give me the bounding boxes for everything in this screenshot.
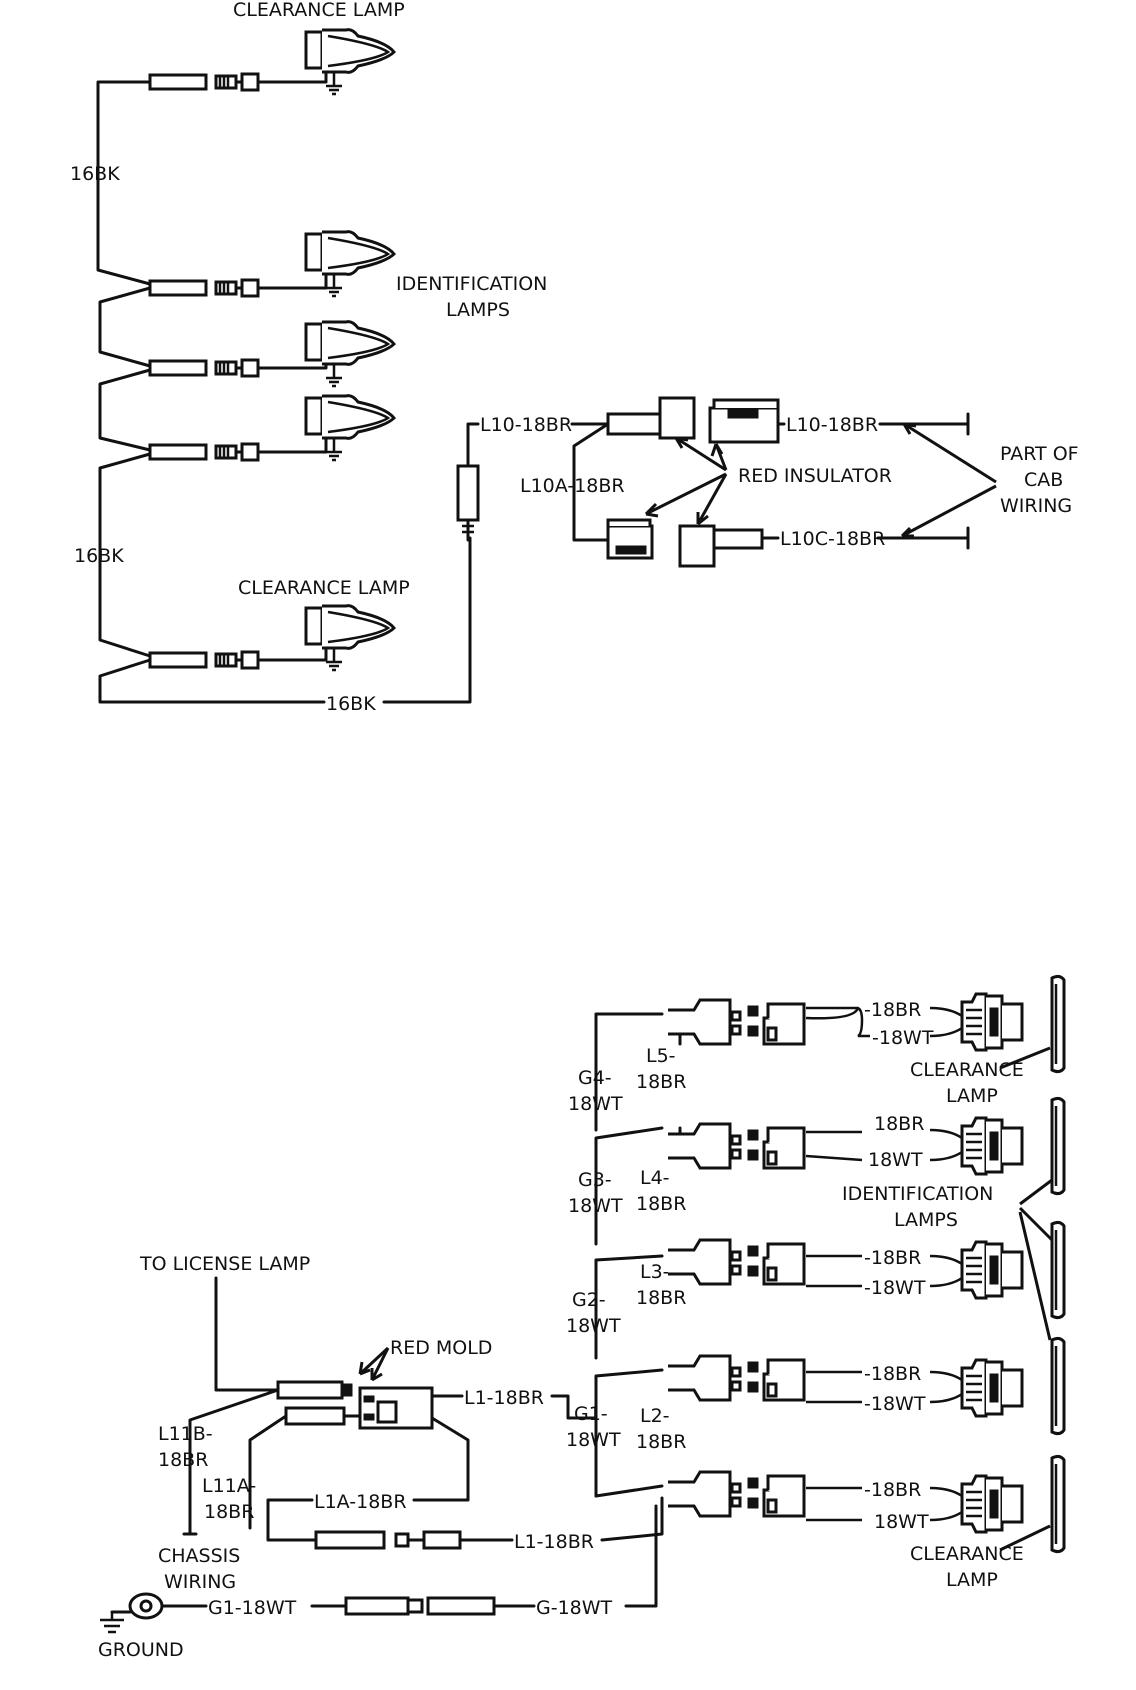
chassis-wiring-line2: WIRING (164, 1571, 236, 1593)
cab-wiring-line1: PART OF (1000, 443, 1079, 465)
l2-line2: 18BR (636, 1431, 686, 1453)
lamp-lens-1-icon (1050, 974, 1066, 1074)
lamp-plug-5 (148, 650, 260, 670)
wire-16bk-a: 16BK (70, 163, 120, 185)
wire-l1-top: L1-18BR (464, 1387, 544, 1409)
vertical-connector (456, 464, 480, 522)
clearance-lamp-top-label: CLEARANCE LAMP (233, 0, 405, 21)
wire-l10c: L10C-18BR (780, 528, 885, 550)
lamp-socket-1-icon (960, 992, 1024, 1052)
id-lamp-2-icon (304, 320, 396, 388)
chassis-wiring-line1: CHASSIS (158, 1545, 240, 1567)
lamp-2-br: 18BR (874, 1113, 924, 1135)
lamp-lens-3-icon (1050, 1220, 1066, 1320)
lamp-1-br: -18BR (864, 999, 921, 1021)
ground-connector (426, 1596, 496, 1616)
l11b-line1: L11B- (158, 1423, 213, 1445)
lamp-connector-row-2 (666, 1122, 806, 1170)
l5-line1: L5- (646, 1045, 676, 1067)
insulator-connector-4 (678, 524, 716, 568)
lamp-connector-row-4 (666, 1354, 806, 1402)
l1a-plug (314, 1530, 386, 1550)
l11a-connector (284, 1406, 346, 1426)
red-insulator-label: RED INSULATOR (738, 465, 892, 487)
l4-line1: L4- (640, 1167, 670, 1189)
g4-line2: 18WT (568, 1093, 623, 1115)
cab-wiring-line3: WIRING (1000, 495, 1072, 517)
l11a-line2: 18BR (204, 1501, 254, 1523)
bottom-harness: G4- 18WT G3- 18WT G2- 18WT G1- 18WT L5- … (98, 974, 1066, 1661)
g4-line1: G4- (578, 1067, 612, 1089)
clearance-bottom-line2: LAMP (946, 1569, 998, 1591)
l5-line2: 18BR (636, 1071, 686, 1093)
wire-g1: G1-18WT (208, 1597, 297, 1619)
lamp-4-br: -18BR (864, 1363, 921, 1385)
l11b-line2: 18BR (158, 1449, 208, 1471)
to-license-lamp-label: TO LICENSE LAMP (139, 1253, 310, 1275)
lamp-connector-row-3 (666, 1238, 806, 1286)
clearance-top-line2: LAMP (946, 1085, 998, 1107)
g1-line1: G1- (574, 1403, 608, 1425)
lamp-4-wt: -18WT (864, 1393, 926, 1415)
wire-l10-right: L10-18BR (786, 414, 878, 436)
lamp-connector-row-5 (666, 1470, 806, 1518)
l11a-line1: L11A- (202, 1475, 256, 1497)
id-lamp-3-icon (304, 394, 396, 462)
id-lamps-line1: IDENTIFICATION (396, 273, 547, 295)
lamp-plug-2 (148, 278, 260, 298)
lamp-socket-3-icon (960, 1240, 1024, 1300)
wire-16bk-c: 16BK (326, 693, 376, 715)
clearance-bottom-line1: CLEARANCE (910, 1543, 1024, 1565)
clearance-lamp-bottom-label: CLEARANCE LAMP (238, 577, 410, 599)
l3-line2: 18BR (636, 1287, 686, 1309)
l3-line1: L3- (640, 1261, 670, 1283)
lamp-plug-3 (148, 358, 260, 378)
g3-line2: 18WT (568, 1195, 623, 1217)
lamp-2-wt: 18WT (868, 1149, 923, 1171)
wire-g: G-18WT (536, 1597, 613, 1619)
id-lamp-1-icon (304, 230, 396, 298)
lamp-plug-4 (148, 442, 260, 462)
lamp-3-wt: -18WT (864, 1277, 926, 1299)
lamp-5-wt: 18WT (874, 1511, 929, 1533)
clearance-top-line1: CLEARANCE (910, 1059, 1024, 1081)
lamp-connector-row-1 (666, 998, 806, 1046)
g2-line2: 18WT (566, 1315, 621, 1337)
lamp-plug-1 (148, 72, 260, 92)
clearance-lamp-top-icon (304, 28, 396, 96)
wire-l10-left: L10-18BR (480, 414, 572, 436)
lamp-5-br: -18BR (864, 1479, 921, 1501)
cab-wiring-line2: CAB (1024, 469, 1063, 491)
id-lamps-bottom-line1: IDENTIFICATION (842, 1183, 993, 1205)
insulator-connector-1 (658, 396, 696, 440)
wire-l10a: L10A-18BR (520, 475, 625, 497)
red-mold-label: RED MOLD (390, 1337, 492, 1359)
lamp-1-wt: -18WT (872, 1027, 934, 1049)
wire-l1-bottom: L1-18BR (514, 1531, 594, 1553)
lamp-socket-4-icon (960, 1358, 1024, 1418)
lamp-lens-4-icon (1050, 1336, 1066, 1436)
top-harness: CLEARANCE LAMP 16BK IDENTIFICATION LAMPS… (70, 0, 1079, 715)
id-lamps-bottom-line2: LAMPS (894, 1209, 958, 1231)
lamp-socket-2-icon (960, 1116, 1024, 1176)
wire-16bk-b: 16BK (74, 545, 124, 567)
l2-line1: L2- (640, 1405, 670, 1427)
license-lamp-connector (276, 1380, 344, 1400)
wire-l1a: L1A-18BR (314, 1491, 407, 1513)
l4-line2: 18BR (636, 1193, 686, 1215)
g2-line1: G2- (572, 1289, 606, 1311)
id-lamps-line2: LAMPS (446, 299, 510, 321)
lamp-lens-5-icon (1050, 1454, 1066, 1554)
lamp-socket-5-icon (960, 1474, 1024, 1534)
ground-icon (100, 1612, 124, 1634)
lamp-lens-2-icon (1050, 1096, 1066, 1196)
g1-line2: 18WT (566, 1429, 621, 1451)
ground-label: GROUND (98, 1639, 184, 1661)
g3-line1: G3- (578, 1169, 612, 1191)
lamp-3-br: -18BR (864, 1247, 921, 1269)
